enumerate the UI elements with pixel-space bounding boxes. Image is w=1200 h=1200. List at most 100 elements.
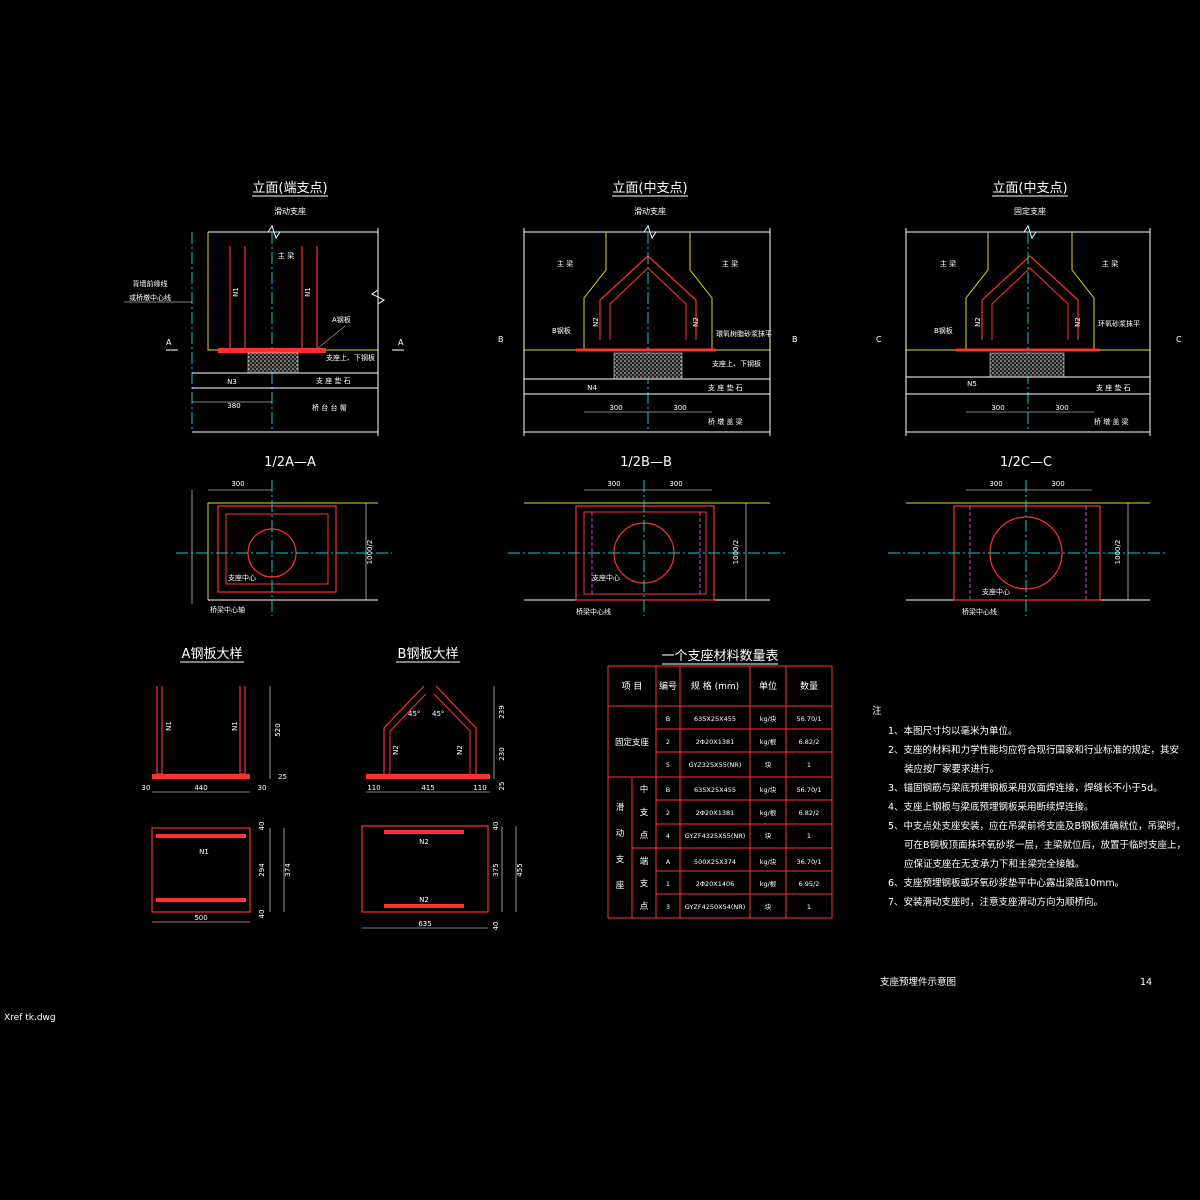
table-cell-unit: 块	[765, 760, 772, 769]
pier-cap-label: 桥 墩 盖 梁	[708, 417, 743, 426]
table-cell-no: 2	[666, 738, 670, 746]
plan-b-center-label: 支座中心	[592, 573, 620, 582]
table-cell-spec: 500X25X374	[694, 858, 736, 866]
note-line-2: 2、支座的材料和力学性能均应符合现行国家和行业标准的规定，其安	[888, 744, 1179, 756]
table-end-2: 支	[640, 878, 649, 889]
plan-c-center-label: 支座中心	[982, 587, 1010, 596]
detail-b-t: 25	[498, 782, 506, 791]
table-group-slide-1: 滑	[616, 802, 625, 813]
table-cell-spec: GYZF4325X55(NR)	[685, 832, 746, 840]
plan-a-title: 1/2A—A	[264, 455, 316, 470]
table-header-qty: 数量	[800, 680, 818, 692]
pier-cap-label-3: 桥 墩 盖 梁	[1094, 417, 1129, 426]
rebar-n2-label-b: N2	[692, 317, 700, 327]
plan-c-dim-300-a: 300	[989, 480, 1002, 488]
table-header-unit: 单位	[759, 680, 777, 692]
table-cell-unit: kg/块	[760, 714, 777, 723]
note-line-4: 3、锚固钢筋与梁底预埋钢板采用双面焊连接，焊缝长不小于5d。	[888, 782, 1163, 794]
table-cell-spec: GYZ325X55(NR)	[689, 761, 742, 769]
detail-b-h1: 239	[498, 705, 506, 718]
detail-plate-b: B钢板大样 45° 45° N2 N2 239 230 25 110 415 1…	[361, 647, 524, 931]
rebar-n4-label: N4	[587, 384, 597, 392]
detail-b-mid: 375	[492, 863, 500, 876]
rebar-n2-label-c: N2	[974, 317, 982, 327]
main-beam-left-label-3: 主 梁	[940, 259, 956, 268]
table-header-spec: 规 格 (mm)	[691, 680, 739, 692]
table-cell-no: 4	[666, 832, 670, 840]
detail-a-n1-right: N1	[231, 721, 239, 731]
detail-a-mid: 294	[258, 863, 266, 877]
table-group-slide-2: 动	[616, 828, 625, 839]
table-cell-qty: 6.82/2	[799, 738, 820, 746]
section-mark-a-left: A	[166, 338, 172, 347]
upper-lower-plates-label-2: 支座上、下钢板	[712, 359, 761, 368]
detail-b-n2-right: N2	[456, 745, 464, 755]
dim-300-c: 300	[991, 404, 1004, 412]
detail-a-w2: 440	[194, 784, 207, 792]
plan-b-dim-300-a: 300	[607, 480, 620, 488]
plan-b-axis-label: 桥梁中心线	[576, 607, 611, 616]
table-row: A 500X25X374 kg/块 36.70/1	[666, 857, 822, 866]
table-cell-spec: GYZF4250X54(NR)	[685, 903, 746, 911]
table-cell-qty: 36.70/1	[797, 858, 822, 866]
table-cell-qty: 56.70/1	[797, 786, 822, 794]
table-cell-spec: 2Φ20X1381	[696, 809, 735, 817]
detail-b-width: 635	[418, 920, 431, 928]
epoxy-mortar-label-3: 环氧砂浆抹平	[1098, 319, 1140, 328]
plan-c-axis-label: 桥梁中心线	[962, 607, 997, 616]
detail-b-bot: 40	[492, 922, 500, 931]
section-mark-b-left: B	[498, 335, 504, 344]
detail-b-angle-right: 45°	[432, 710, 444, 718]
plan-a-dim-300: 300	[231, 480, 244, 488]
section-mark-b-right: B	[792, 335, 798, 344]
page-number: 14	[1140, 977, 1152, 988]
epoxy-mortar-label: 環氧树脂砂浆抹平	[716, 329, 772, 338]
plate-b-label-3: B钢板	[934, 326, 953, 335]
table-header-item: 项 目	[622, 681, 643, 692]
notes-block: 注 1、本图尺寸均以毫米为单位。 2、支座的材料和力学性能均应符合现行国家和行业…	[872, 705, 1186, 908]
table-cell-spec: 2Φ20X1406	[696, 880, 735, 888]
section-mark-c-left: C	[876, 335, 882, 344]
elevation-mid-fix-title: 立面(中支点)	[992, 181, 1067, 196]
table-cell-no: 2	[666, 809, 670, 817]
elevation-mid-sliding: 立面(中支点) 滑动支座 主 梁 主 梁 N2 N2 B钢板 環氧树脂砂浆抹平 …	[498, 181, 798, 436]
table-cell-no: A	[666, 858, 671, 866]
plan-b-dim-300-b: 300	[669, 480, 682, 488]
table-cell-spec: 635X25X455	[694, 715, 736, 723]
detail-a-top: 40	[258, 822, 266, 831]
detail-plate-a: A钢板大样 N1 N1 520 25 30 440 30 N1 40 294 4…	[142, 647, 292, 923]
detail-a-n1-plan: N1	[199, 848, 209, 856]
dim-300-a: 300	[609, 404, 622, 412]
table-cell-qty: 1	[807, 761, 811, 769]
detail-b-top: 40	[492, 822, 500, 831]
detail-b-n2-plan-bot: N2	[419, 896, 429, 904]
detail-b-w2: 415	[421, 784, 434, 792]
table-cell-spec: 635X25X455	[694, 786, 736, 794]
detail-a-n1-left: N1	[165, 721, 173, 731]
plate-a-label: A钢板	[332, 315, 351, 324]
table-cell-unit: kg/块	[760, 857, 777, 866]
detail-b-w3: 110	[473, 784, 486, 792]
detail-b-angle-left: 45°	[408, 710, 420, 718]
table-cell-unit: kg/块	[760, 785, 777, 794]
plan-c-title: 1/2C—C	[1000, 455, 1052, 470]
table-mid-1: 中	[640, 784, 649, 795]
detail-a-thickness: 25	[278, 773, 287, 781]
table-row: 5 GYZ325X55(NR) 块 1	[666, 760, 811, 769]
table-cell-qty: 1	[807, 903, 811, 911]
table-group-slide-3: 支	[616, 854, 625, 865]
table-cell-qty: 6.95/2	[799, 880, 820, 888]
table-cell-unit: kg/根	[760, 737, 777, 746]
dim-380: 380	[227, 402, 240, 410]
elevation-end-subtitle: 滑动支座	[274, 206, 306, 216]
table-cell-no: 5	[666, 761, 670, 769]
plan-b-vdim: 1000/2	[732, 540, 740, 565]
support-stone-label-2: 支 座 垫 石	[708, 383, 743, 392]
plan-c-vdim: 1000/2	[1114, 540, 1122, 565]
detail-b-total: 455	[516, 863, 524, 876]
